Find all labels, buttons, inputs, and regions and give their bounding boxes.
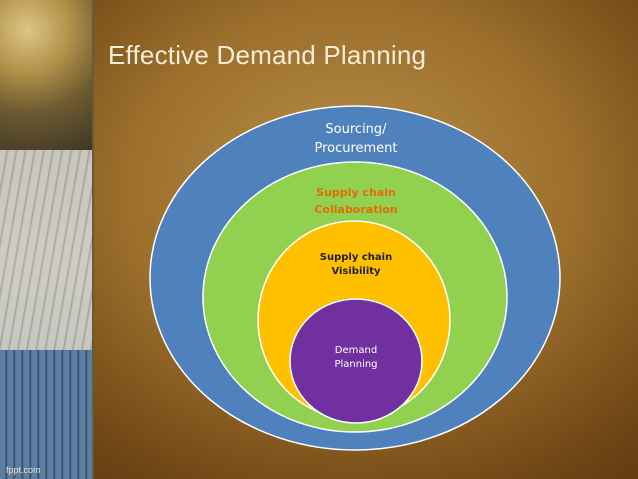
ring-label-line: Planning <box>334 359 377 370</box>
photo-collage: fppt.com <box>0 0 94 479</box>
ring-demand-planning-shape <box>289 298 423 424</box>
ring-sourcing-label: Sourcing/Procurement <box>314 122 397 156</box>
coins-image <box>0 0 92 150</box>
watermark: fppt.com <box>6 465 41 475</box>
financial-paper-image <box>0 150 92 350</box>
ring-label-line: Supply chain <box>320 252 392 263</box>
ring-label-line: Demand <box>335 345 377 356</box>
ring-label-line: Supply chain <box>316 186 396 199</box>
building-image <box>0 350 92 479</box>
ring-label-line: Procurement <box>314 141 397 156</box>
ring-label-line: Visibility <box>331 266 381 277</box>
ring-label-line: Sourcing/ <box>325 122 387 137</box>
ring-label-line: Collaboration <box>314 203 397 216</box>
slide-title: Effective Demand Planning <box>108 40 427 70</box>
